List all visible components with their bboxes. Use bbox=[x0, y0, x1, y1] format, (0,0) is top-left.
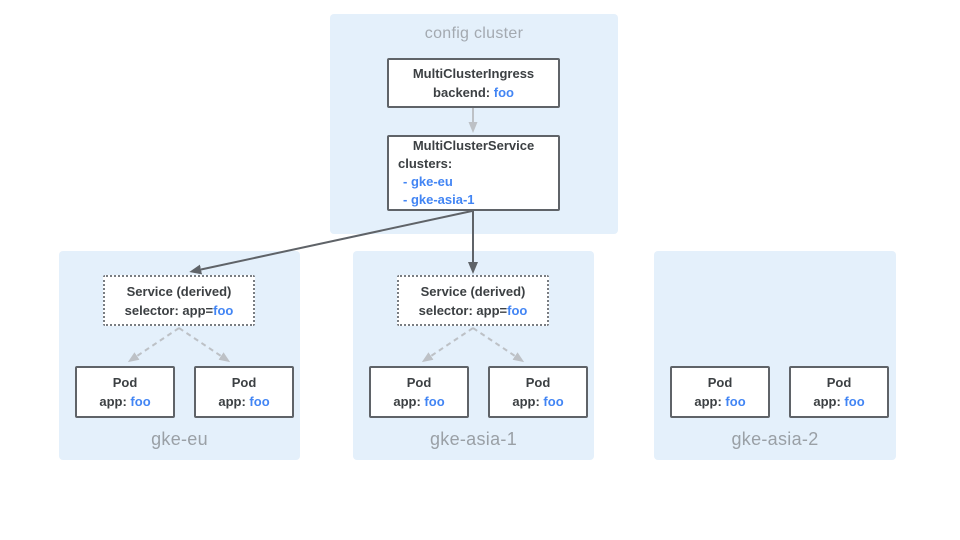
cluster-name-gke-asia-1: gke-asia-1 bbox=[429, 429, 518, 449]
pod-app: app: foo bbox=[77, 392, 173, 411]
cluster-list-item-gke-asia-1: - gke-asia-1 bbox=[403, 192, 475, 207]
derived-service-node-gke-asia-1: Service (derived) selector: app=foo bbox=[397, 275, 549, 326]
multi-cluster-service-title: MultiClusterService bbox=[412, 138, 535, 153]
cluster-name-gke-eu: gke-eu bbox=[151, 429, 208, 449]
selector-value: foo bbox=[507, 302, 528, 318]
app-value: foo bbox=[543, 394, 564, 409]
pod-title: Pod bbox=[231, 375, 257, 390]
pod-app: app: foo bbox=[371, 392, 467, 411]
app-label: app: bbox=[99, 394, 131, 409]
app-value: foo bbox=[844, 394, 865, 409]
app-label: app: bbox=[393, 394, 425, 409]
multi-cluster-ingress-title: MultiClusterIngress bbox=[412, 66, 535, 81]
app-label: app: bbox=[813, 394, 845, 409]
backend-value: foo bbox=[493, 85, 514, 100]
cluster-panel-gke-asia-1: gke-asia-1 bbox=[353, 251, 594, 460]
app-label: app: bbox=[512, 394, 544, 409]
selector-value: foo bbox=[213, 302, 234, 318]
app-label: app: bbox=[218, 394, 250, 409]
app-value: foo bbox=[249, 394, 270, 409]
pod-node: Pod app: foo bbox=[75, 366, 175, 418]
pod-node: Pod app: foo bbox=[670, 366, 770, 418]
app-value: foo bbox=[725, 394, 746, 409]
multi-cluster-service-node: MultiClusterService clusters: - gke-eu -… bbox=[387, 135, 560, 211]
pod-title: Pod bbox=[406, 375, 432, 390]
pod-app: app: foo bbox=[196, 392, 292, 411]
config-cluster-label: config cluster bbox=[424, 25, 524, 42]
derived-service-selector: selector: app=foo bbox=[399, 301, 547, 320]
pod-app: app: foo bbox=[490, 392, 586, 411]
selector-label: selector: app= bbox=[124, 302, 214, 318]
pod-node: Pod app: foo bbox=[194, 366, 294, 418]
cluster-panel-gke-asia-2: gke-asia-2 bbox=[654, 251, 896, 460]
selector-label: selector: app= bbox=[418, 302, 508, 318]
pod-node: Pod app: foo bbox=[789, 366, 889, 418]
pod-title: Pod bbox=[525, 375, 551, 390]
pod-title: Pod bbox=[112, 375, 138, 390]
pod-title: Pod bbox=[826, 375, 852, 390]
app-value: foo bbox=[130, 394, 151, 409]
pod-title: Pod bbox=[707, 375, 733, 390]
app-value: foo bbox=[424, 394, 445, 409]
pod-app: app: foo bbox=[672, 392, 768, 411]
pod-node: Pod app: foo bbox=[488, 366, 588, 418]
derived-service-selector: selector: app=foo bbox=[105, 301, 253, 320]
derived-service-title: Service (derived) bbox=[126, 283, 232, 299]
pod-app: app: foo bbox=[791, 392, 887, 411]
backend-label: backend: bbox=[433, 85, 494, 100]
pod-node: Pod app: foo bbox=[369, 366, 469, 418]
app-label: app: bbox=[694, 394, 726, 409]
multi-cluster-ingress-node: MultiClusterIngress backend: foo bbox=[387, 58, 560, 108]
multi-cluster-ingress-backend: backend: foo bbox=[389, 83, 558, 102]
cluster-list-item-gke-eu: - gke-eu bbox=[403, 174, 453, 189]
derived-service-title: Service (derived) bbox=[420, 283, 526, 299]
cluster-name-gke-asia-2: gke-asia-2 bbox=[731, 429, 819, 449]
derived-service-node-gke-eu: Service (derived) selector: app=foo bbox=[103, 275, 255, 326]
clusters-label: clusters: bbox=[398, 156, 453, 171]
